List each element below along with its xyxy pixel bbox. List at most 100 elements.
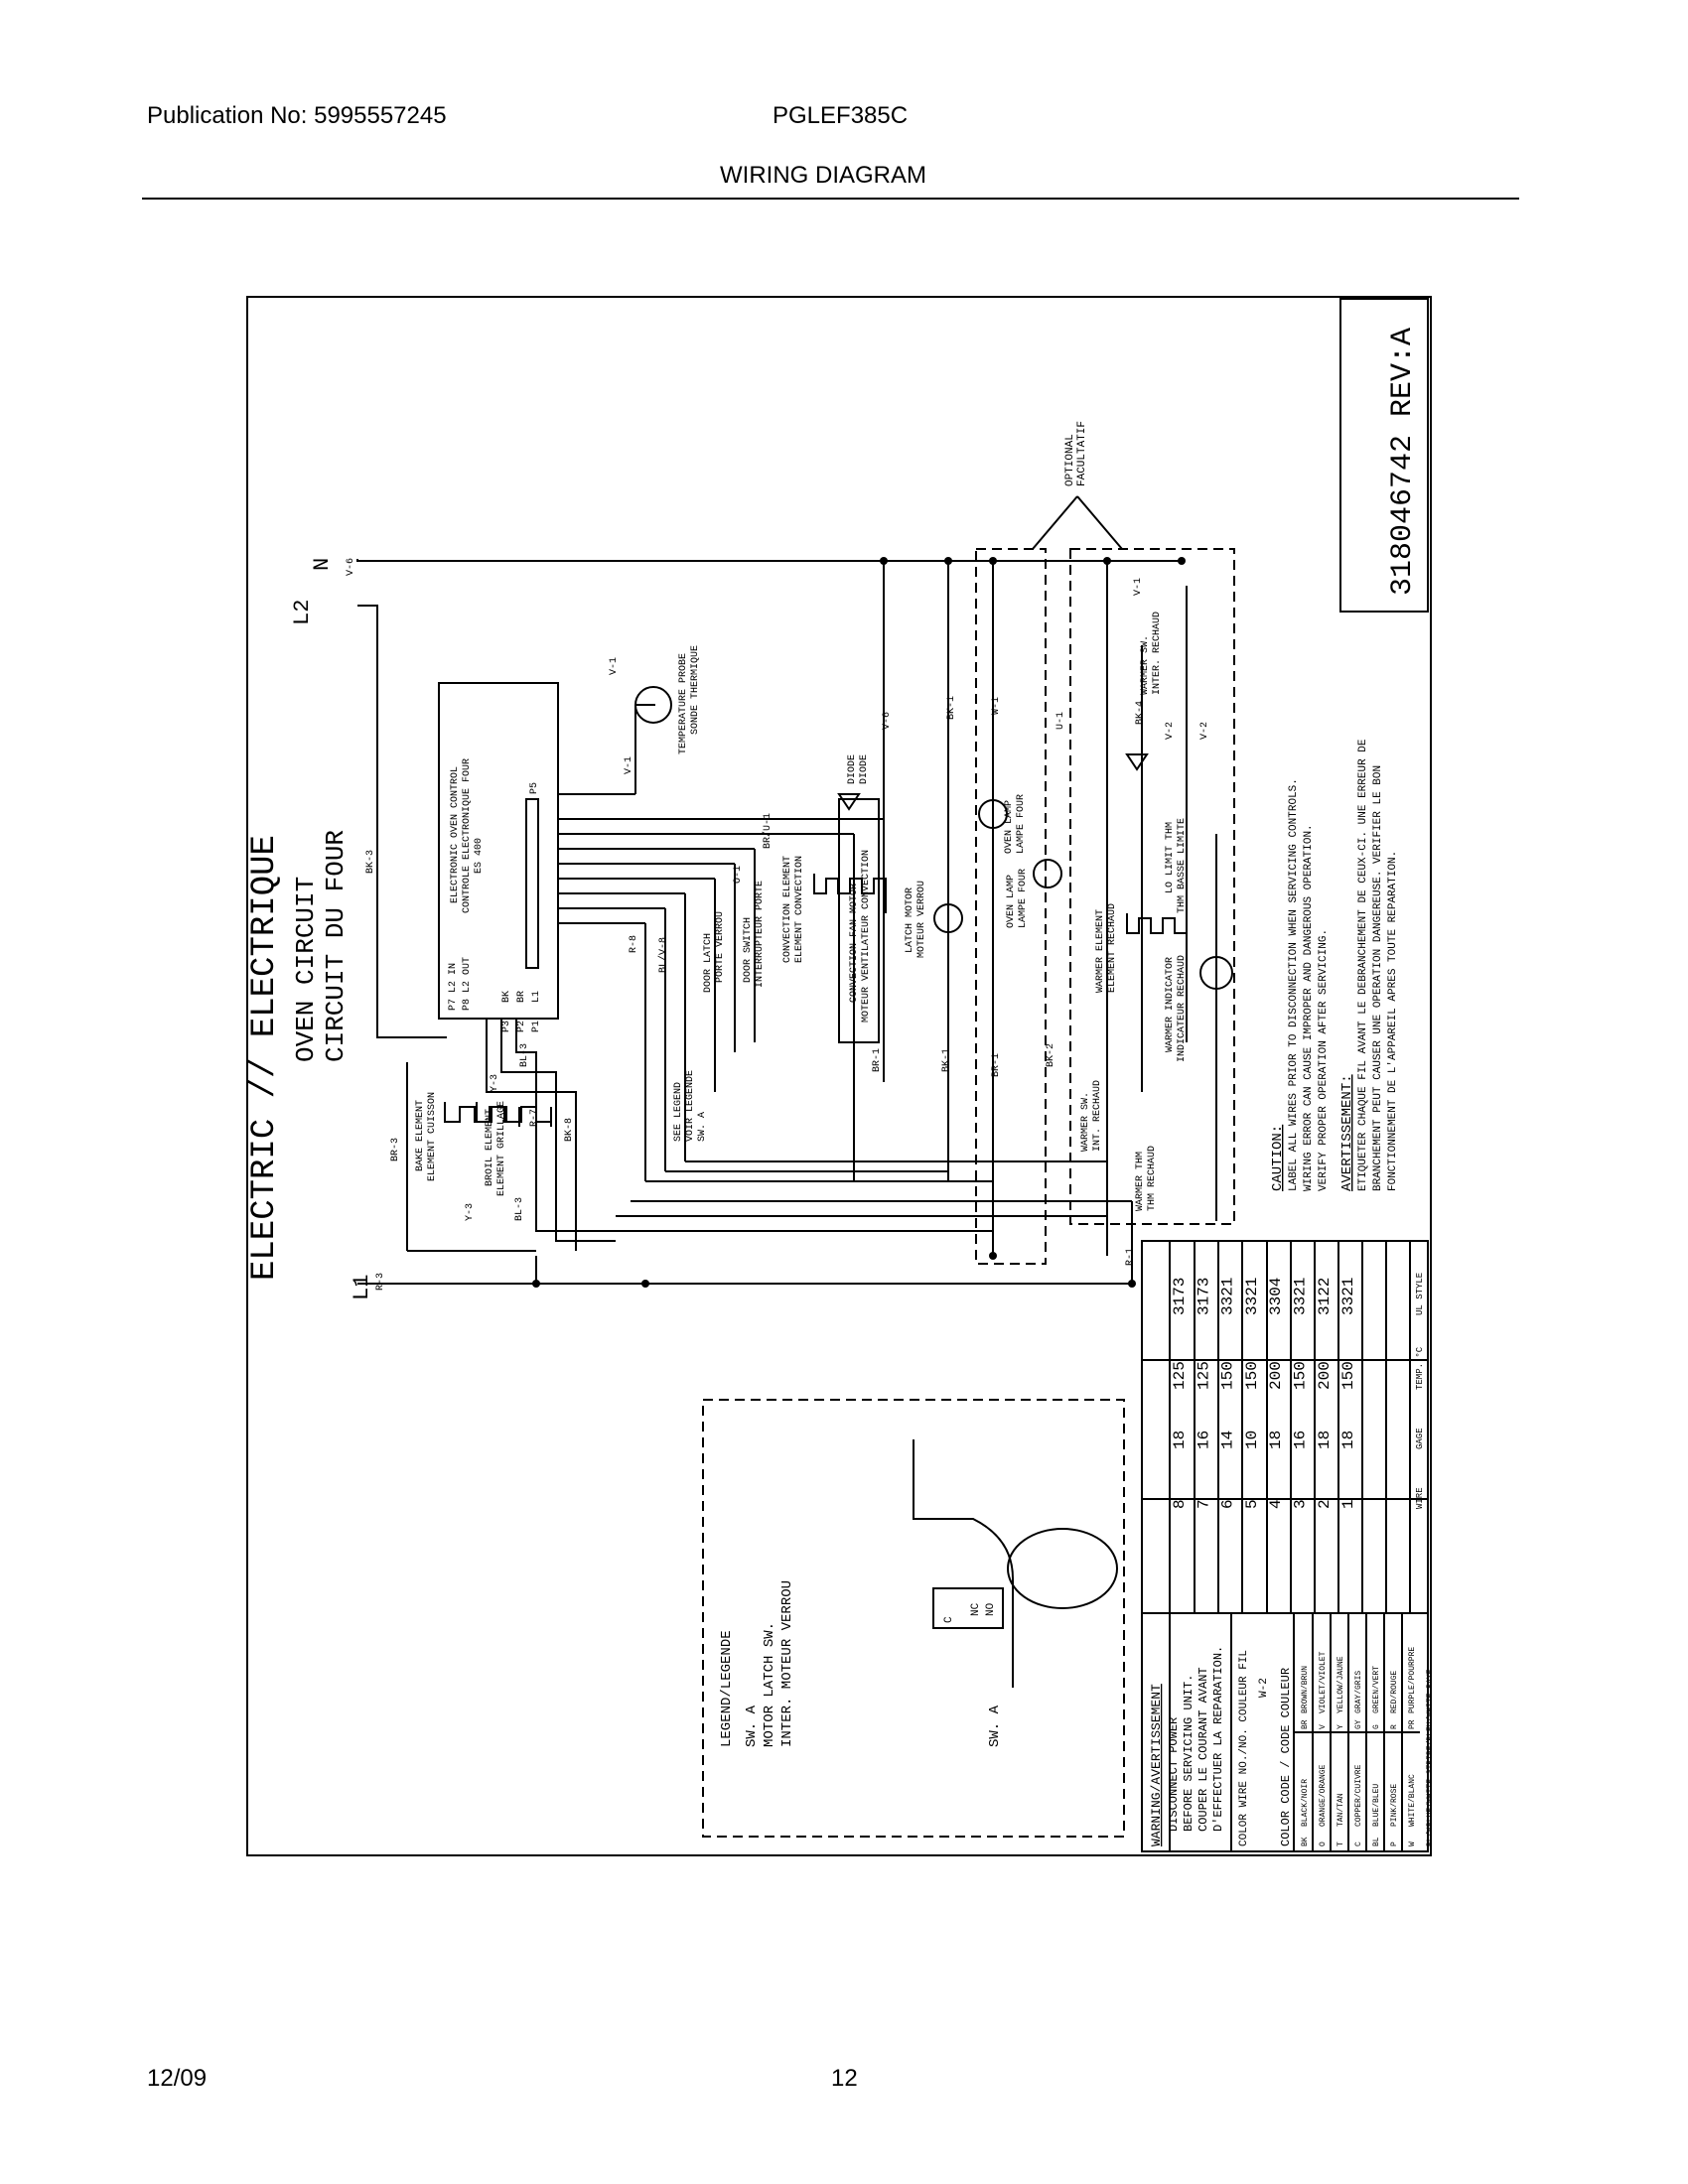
wire-bk1: BK-1 (946, 696, 957, 720)
conv-fan-1: CONVECTION FAN MOTOR (849, 884, 860, 1003)
latch-motor (933, 903, 963, 933)
l2-label: L2 (290, 600, 315, 625)
wire-table-cell: 3321 (1243, 1278, 1261, 1315)
door-switch-2: INTERRUPTEUR PORTE (755, 881, 766, 988)
wire-v1: V-1 (609, 657, 620, 675)
page-title: WIRING DIAGRAM (720, 162, 926, 189)
optional-label: OPTIONAL (1064, 434, 1076, 486)
color-code-cell: GY (1354, 1719, 1363, 1729)
oven-lamp-1: OVEN LAMP (1006, 875, 1017, 928)
wire-table-cell: 5 (1243, 1499, 1261, 1509)
color-code-cell: VIOLET/VIOLET (1319, 1651, 1328, 1713)
header-rule (142, 198, 1519, 200)
wire-table-cell: 18 (1339, 1431, 1357, 1449)
latch-motor-1: LATCH MOTOR (905, 887, 915, 953)
color-code-cell: W (1408, 1842, 1417, 1846)
color-code-cell: R (1390, 1724, 1399, 1729)
wire-table-cell: 16 (1292, 1431, 1310, 1449)
wire-v6: V-6 (346, 558, 356, 576)
wire-table-cell: 2 (1316, 1499, 1334, 1509)
wire-table-cell: 125 (1171, 1361, 1189, 1390)
n-label: N (310, 558, 335, 571)
wire-u1: U-1 (1055, 712, 1066, 730)
wire-table-header: UL STYLE (1415, 1273, 1425, 1315)
wire-bk3: BK-3 (365, 850, 376, 874)
wire-table-cell: 4 (1267, 1499, 1285, 1509)
wire-r3: R-3 (375, 1273, 386, 1291)
wire-table-cell: 14 (1219, 1431, 1237, 1449)
broil-label-1: BROIL ELEMENT (485, 1109, 495, 1186)
color-code-cell: O (1319, 1842, 1328, 1846)
color-code-title: COLOR CODE / CODE COULEUR (1279, 1668, 1293, 1846)
warmer-element (1126, 913, 1188, 938)
caution-title: CAUTION: (1270, 1125, 1286, 1191)
color-code-cell: T (1336, 1842, 1345, 1846)
optional-warmer-box (1069, 548, 1235, 1225)
wire-br1b: BR-1 (991, 1053, 1002, 1077)
legend-line-1: SW. A (744, 1705, 760, 1747)
see-legend-2: VOIR LEGENDE (685, 1070, 696, 1142)
part-number-box (1339, 298, 1429, 613)
oven-lamp-opt-2: LAMPE FOUR (1016, 794, 1027, 854)
wire-table-cell: 6 (1219, 1499, 1237, 1509)
pin-br: BR (516, 991, 527, 1003)
warning-line-3: COUPER LE COURANT AVANT (1196, 1667, 1210, 1832)
warmer-sw-2: INT. RECHAUD (1092, 1080, 1103, 1152)
probe-label-1: TEMPERATURE PROBE (678, 653, 689, 754)
wire-v2b: V-2 (1199, 722, 1210, 740)
warning-line-1: DISCONNECT POWER (1167, 1717, 1181, 1832)
conv-elem-1: CONVECTION ELEMENT (782, 856, 793, 963)
p5-connector (525, 798, 539, 969)
legend-latch-outline (913, 1439, 1014, 1688)
main-title: ELECTRIC // ELECTRIQUE (246, 835, 284, 1281)
legend-switch (932, 1587, 1004, 1629)
wire-table-cell: 3304 (1267, 1278, 1285, 1315)
l1-label: L1 (350, 1275, 374, 1300)
control-label-1: ELECTRONIC OVEN CONTROL (450, 766, 461, 903)
model-number: PGLEF385C (773, 102, 909, 129)
wire-table-cell: 150 (1339, 1361, 1357, 1390)
door-latch-1: DOOR LATCH (703, 933, 714, 993)
caution-line-1: LABEL ALL WIRES PRIOR TO DISCONNECTION W… (1288, 778, 1300, 1191)
wire-table-cell: 3321 (1219, 1278, 1237, 1315)
legend-title: LEGEND/LEGENDE (719, 1630, 735, 1747)
wire-bl3: BL-3 (519, 1043, 530, 1067)
wire-v1b: V-1 (624, 756, 634, 774)
wire-table-cell: 16 (1195, 1431, 1212, 1449)
wire-v6b: V-6 (882, 712, 893, 730)
warning-line-2: BEFORE SERVICING UNIT. (1182, 1675, 1196, 1832)
warmer-ind-2: INDICATEUR RECHAUD (1177, 955, 1188, 1062)
wire-v1c: V-1 (1133, 578, 1144, 596)
door-latch-2: PORTE VERROU (715, 911, 726, 983)
diode-label-2: DIODE (859, 754, 870, 784)
warmer-thm-2: THM RECHAUD (1147, 1146, 1158, 1211)
wire-table-cells: 8181253173716125317361415033215101503321… (1171, 1273, 1425, 1509)
wire-table-cell: 1 (1339, 1499, 1357, 1509)
publication-number: Publication No: 5995557245 (147, 102, 447, 129)
color-code-cell: BL/W (1426, 1828, 1435, 1846)
color-code-cell: P (1390, 1842, 1399, 1846)
warmer-sw-4: INTER. RECHAUD (1152, 612, 1163, 695)
legend-sw: SW. A (987, 1705, 1003, 1747)
diode-convection (837, 793, 861, 811)
caution-line-2: WIRING ERROR CAN CAUSE IMPROPER AND DANG… (1303, 824, 1315, 1191)
color-code-cell: GREEN/VERT (1372, 1666, 1381, 1713)
broil-element (476, 1102, 552, 1127)
color-code-cell: ORANGE/ORANGE (1319, 1764, 1328, 1827)
wire-br1: BR-1 (872, 1048, 883, 1072)
wire-v2: V-2 (1165, 722, 1176, 740)
wire-r1: R-1 (1125, 1248, 1136, 1266)
wire-bl3b: BL-3 (514, 1197, 525, 1221)
wire-blv8: BL/V-8 (657, 937, 669, 973)
color-code-cell: BLUE/BLEU (1372, 1784, 1381, 1827)
color-code-cells: BKBLACK/NOIRBRBROWN/BRUNOORANGE/ORANGEVV… (1301, 1647, 1435, 1846)
pin-p1: P1 (531, 1021, 542, 1032)
oven-lamp-opt-1: OVEN LAMP (1004, 800, 1015, 854)
wire-table-cell: 8 (1171, 1499, 1189, 1509)
bake-label-2: ELEMENT CUISSON (427, 1092, 438, 1181)
control-label-3: ES 400 (474, 838, 485, 874)
wire-w1: W-1 (991, 697, 1002, 715)
wire-bk4: BK-4 (1135, 701, 1146, 725)
warmer-ind-1: WARMER INDICATOR (1165, 957, 1176, 1052)
